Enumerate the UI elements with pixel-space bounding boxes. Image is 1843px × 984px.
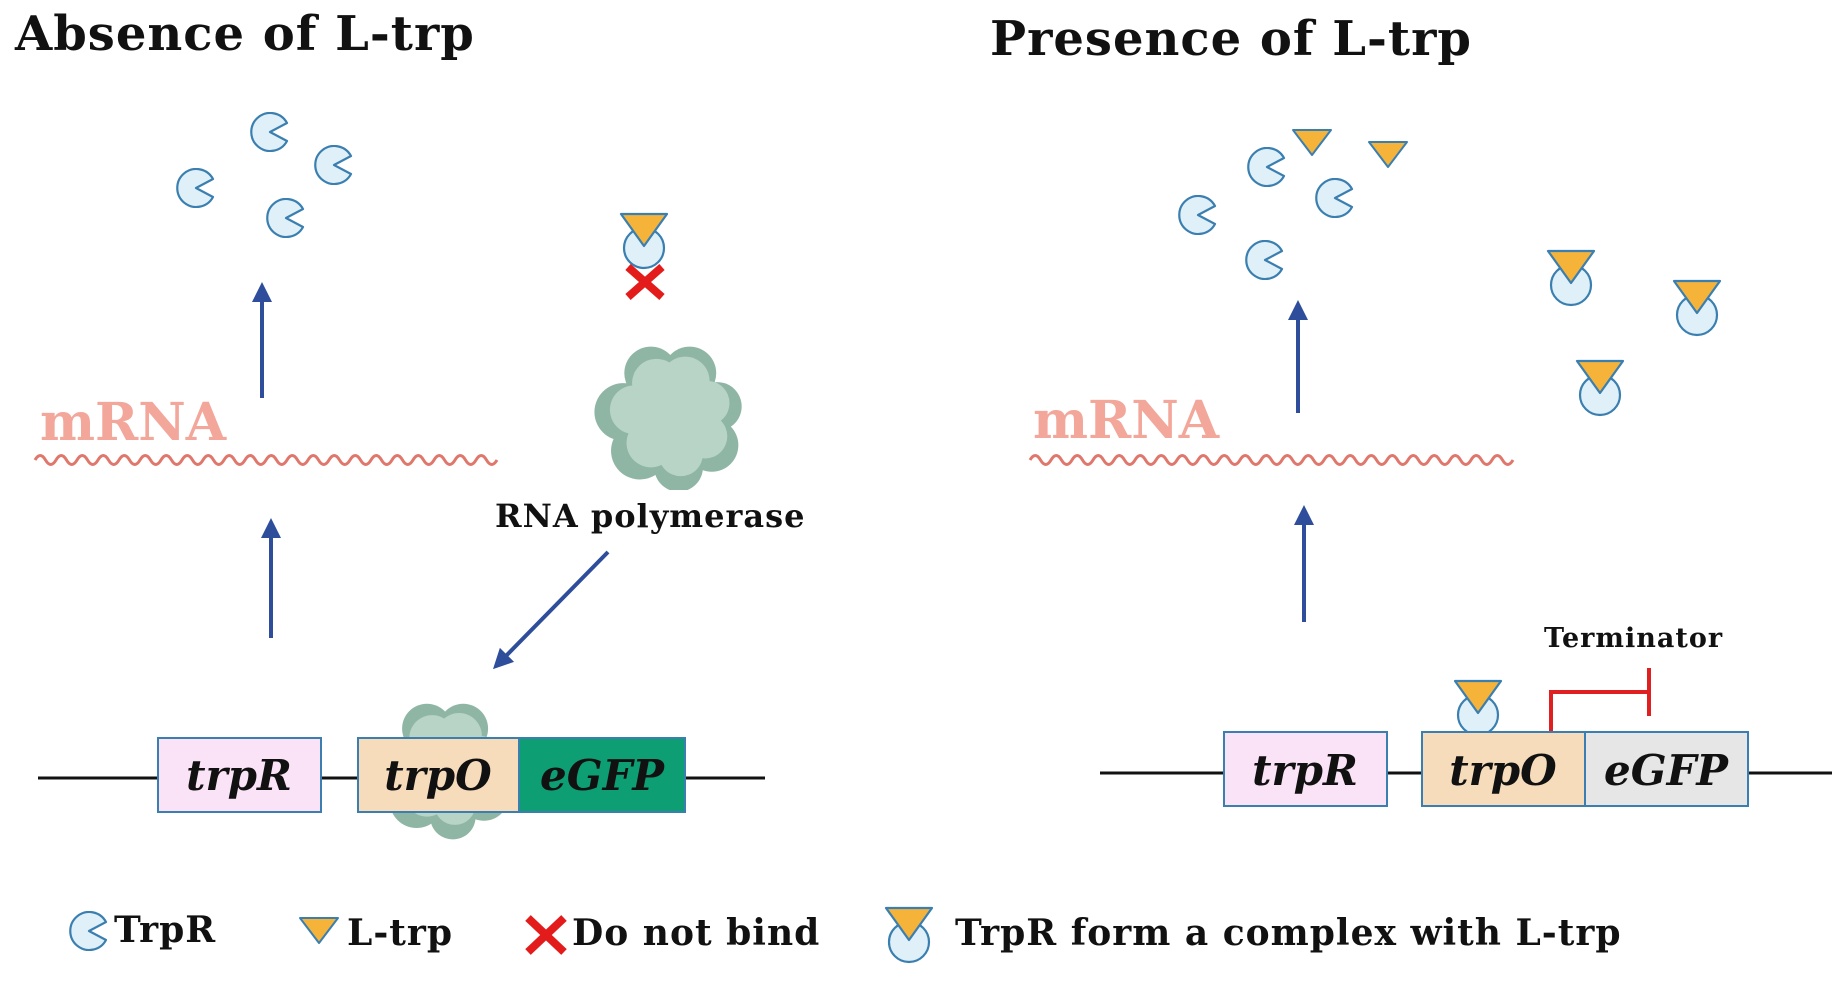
- trpr-icon: [1245, 240, 1284, 280]
- trpr-icon: [176, 168, 215, 208]
- trpr-ltrp-complex-icon: [1672, 279, 1722, 337]
- right-trpR-label: trpR: [1252, 746, 1358, 795]
- right-trpO-label: trpO: [1449, 746, 1557, 795]
- left-mrna-wave: [33, 454, 499, 466]
- bound-trpr-ltrp-complex-icon: [1453, 679, 1503, 737]
- ltrp-icon: [1292, 129, 1332, 156]
- right-eGFP-label: eGFP: [1604, 746, 1729, 795]
- trpr-icon: [266, 198, 305, 238]
- right-eGFP-box: [1584, 731, 1749, 807]
- legend-ltrp-icon: [299, 917, 339, 944]
- trpr-ltrp-complex-icon: [1546, 249, 1596, 307]
- trpr-icon: [1178, 195, 1217, 235]
- left-eGFP-box: [518, 737, 686, 813]
- left-trpR-label: trpR: [186, 751, 292, 800]
- right-trpR-box: [1223, 731, 1388, 807]
- right-mrna-wave: [1028, 454, 1515, 466]
- left-trpO-box: [357, 737, 520, 813]
- legend-trpr-icon: [69, 911, 108, 951]
- right-trpO-box: [1421, 731, 1586, 807]
- right-panel-title: Presence of L-trp: [990, 11, 1472, 67]
- left-mrna-label: mRNA: [40, 392, 227, 453]
- right-mrna-label: mRNA: [1033, 390, 1220, 451]
- legend-x-icon: [525, 915, 567, 955]
- rna-polymerase-icon: [594, 346, 742, 490]
- trpr-ltrp-complex-icon: [1575, 359, 1625, 417]
- polymerase-binding-arrow: [492, 550, 610, 670]
- rna-polymerase-label: RNA polymerase: [495, 497, 805, 535]
- do-not-bind-x-icon: [625, 264, 665, 300]
- trpr-ltrp-complex-icon: [619, 212, 669, 270]
- terminator-label: Terminator: [1544, 623, 1723, 654]
- trpr-icon: [250, 112, 289, 152]
- left-panel-title: Absence of L-trp: [14, 6, 475, 62]
- trpr-icon: [1247, 147, 1286, 187]
- legend-ltrp-label: L-trp: [347, 912, 453, 954]
- left-trpR-box: [157, 737, 322, 813]
- ltrp-icon: [1368, 141, 1408, 168]
- terminator-symbol: [1549, 668, 1651, 733]
- left-eGFP-label: eGFP: [540, 751, 665, 800]
- legend-trpr-label: TrpR: [114, 909, 216, 951]
- legend-complex-label: TrpR form a complex with L-trp: [955, 912, 1622, 954]
- trpr-icon: [1315, 178, 1354, 218]
- legend-complex-icon: [884, 906, 934, 964]
- trpr-icon: [314, 145, 353, 185]
- legend-no-bind-label: Do not bind: [572, 912, 820, 954]
- left-trpO-label: trpO: [384, 751, 492, 800]
